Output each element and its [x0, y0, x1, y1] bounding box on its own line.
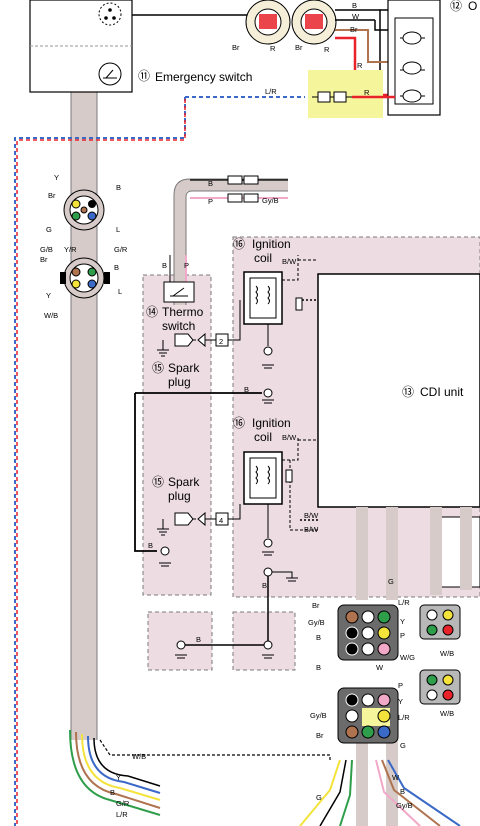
- ignition-coil-2-num: ⑯: [233, 416, 245, 430]
- svg-text:P: P: [208, 197, 213, 206]
- svg-text:Br: Br: [312, 601, 320, 610]
- svg-text:Gy/B: Gy/B: [262, 196, 279, 205]
- thermo-switch-num: ⑭: [146, 305, 158, 319]
- svg-text:R: R: [364, 88, 370, 97]
- svg-text:W/B: W/B: [440, 649, 454, 658]
- svg-text:G: G: [316, 793, 322, 802]
- svg-text:B: B: [208, 179, 213, 188]
- svg-text:Y: Y: [400, 617, 405, 626]
- emergency-switch-num: ⑪: [138, 69, 150, 83]
- svg-text:L/R: L/R: [398, 598, 410, 607]
- svg-text:Y: Y: [54, 173, 59, 182]
- svg-text:B: B: [352, 1, 357, 10]
- spark-plug-2-label2: plug: [168, 489, 191, 503]
- svg-text:B: B: [114, 263, 119, 272]
- thermo-switch-label2: switch: [162, 319, 195, 333]
- svg-text:Br: Br: [316, 731, 324, 740]
- component-12-num: ⑫: [450, 0, 462, 13]
- svg-text:Y/R: Y/R: [64, 245, 77, 254]
- svg-text:B: B: [316, 633, 321, 642]
- svg-text:P: P: [184, 261, 189, 270]
- cdi-harness-right: [430, 507, 472, 595]
- terminal-2-label: 2: [219, 337, 223, 346]
- ignition-coil-1-label2: coil: [254, 251, 272, 265]
- svg-text:B: B: [196, 635, 201, 644]
- svg-text:B: B: [262, 581, 267, 590]
- svg-text:Br: Br: [232, 43, 240, 52]
- svg-text:B: B: [162, 261, 167, 270]
- spark-plug-1-label1: Spark: [168, 361, 200, 375]
- svg-text:B/W: B/W: [304, 511, 319, 520]
- svg-text:W: W: [392, 773, 400, 782]
- ignition-coil-1-num: ⑯: [233, 237, 245, 251]
- cdi-unit-num: ⑬: [402, 385, 414, 399]
- emergency-switch-label: Emergency switch: [155, 70, 252, 84]
- spark-plug-2-label1: Spark: [168, 475, 200, 489]
- svg-text:W/B: W/B: [132, 752, 146, 761]
- terminal-4-label: 4: [219, 516, 223, 525]
- svg-text:Gy/B: Gy/B: [308, 618, 325, 627]
- svg-text:G: G: [388, 577, 394, 586]
- svg-text:B: B: [116, 183, 121, 192]
- svg-text:L/R: L/R: [116, 810, 128, 819]
- spark-plug-2-num: ⑮: [152, 475, 164, 489]
- cdi-unit-box: [317, 273, 480, 508]
- component-12-label: O: [468, 0, 477, 13]
- thermo-switch-label1: Thermo: [162, 305, 204, 319]
- ignition-coil-2-label2: coil: [254, 430, 272, 444]
- svg-text:G/R: G/R: [114, 245, 128, 254]
- svg-text:G: G: [46, 225, 52, 234]
- svg-text:Gy/B: Gy/B: [310, 711, 327, 720]
- svg-text:B: B: [400, 787, 405, 796]
- svg-text:L: L: [116, 225, 120, 234]
- right-connector-lower: [419, 669, 461, 705]
- spark-plug-1-label2: plug: [168, 375, 191, 389]
- svg-text:B: B: [110, 788, 115, 797]
- dashed-connector-icon: [98, 2, 122, 26]
- svg-text:W: W: [352, 12, 360, 21]
- svg-text:Y: Y: [398, 697, 403, 706]
- svg-text:R: R: [270, 44, 276, 53]
- svg-text:Br: Br: [295, 43, 303, 52]
- svg-text:Br: Br: [40, 255, 48, 264]
- top-harness: [174, 179, 288, 305]
- right-connector-upper: [419, 604, 461, 640]
- svg-text:Y: Y: [46, 291, 51, 300]
- ignition-coil-1-label1: Ignition: [252, 237, 291, 251]
- svg-text:Br: Br: [48, 191, 56, 200]
- svg-text:R: R: [357, 61, 363, 70]
- svg-text:P: P: [400, 631, 405, 640]
- svg-text:G: G: [400, 741, 406, 750]
- spark-plug-1-num: ⑮: [152, 361, 164, 375]
- svg-text:G/R: G/R: [116, 799, 130, 808]
- zone-lower-right: [232, 611, 296, 671]
- svg-text:L: L: [118, 287, 122, 296]
- svg-text:Br: Br: [350, 25, 358, 34]
- svg-text:W/B: W/B: [440, 709, 454, 718]
- svg-text:Gy/B: Gy/B: [396, 801, 413, 810]
- svg-text:G/B: G/B: [40, 245, 53, 254]
- cdi-harness-left: [356, 507, 398, 600]
- svg-text:B: B: [148, 541, 153, 550]
- svg-text:Y: Y: [116, 773, 121, 782]
- svg-text:B/W: B/W: [282, 257, 297, 266]
- cdi-unit-label: CDI unit: [420, 385, 464, 399]
- svg-text:L/R: L/R: [265, 87, 277, 96]
- svg-text:P: P: [398, 681, 403, 690]
- zone-thermo-spark: [142, 274, 212, 596]
- svg-text:W/B: W/B: [44, 311, 58, 320]
- svg-text:B: B: [244, 385, 249, 394]
- svg-text:B/W: B/W: [282, 433, 297, 442]
- svg-text:W/G: W/G: [400, 653, 415, 662]
- svg-text:B: B: [316, 663, 321, 672]
- svg-text:R: R: [324, 45, 330, 54]
- svg-text:L/R: L/R: [398, 713, 410, 722]
- bottom-harness: [356, 740, 398, 826]
- svg-text:W: W: [376, 663, 384, 672]
- svg-text:B/W: B/W: [304, 525, 319, 534]
- ignition-coil-2-label1: Ignition: [252, 416, 291, 430]
